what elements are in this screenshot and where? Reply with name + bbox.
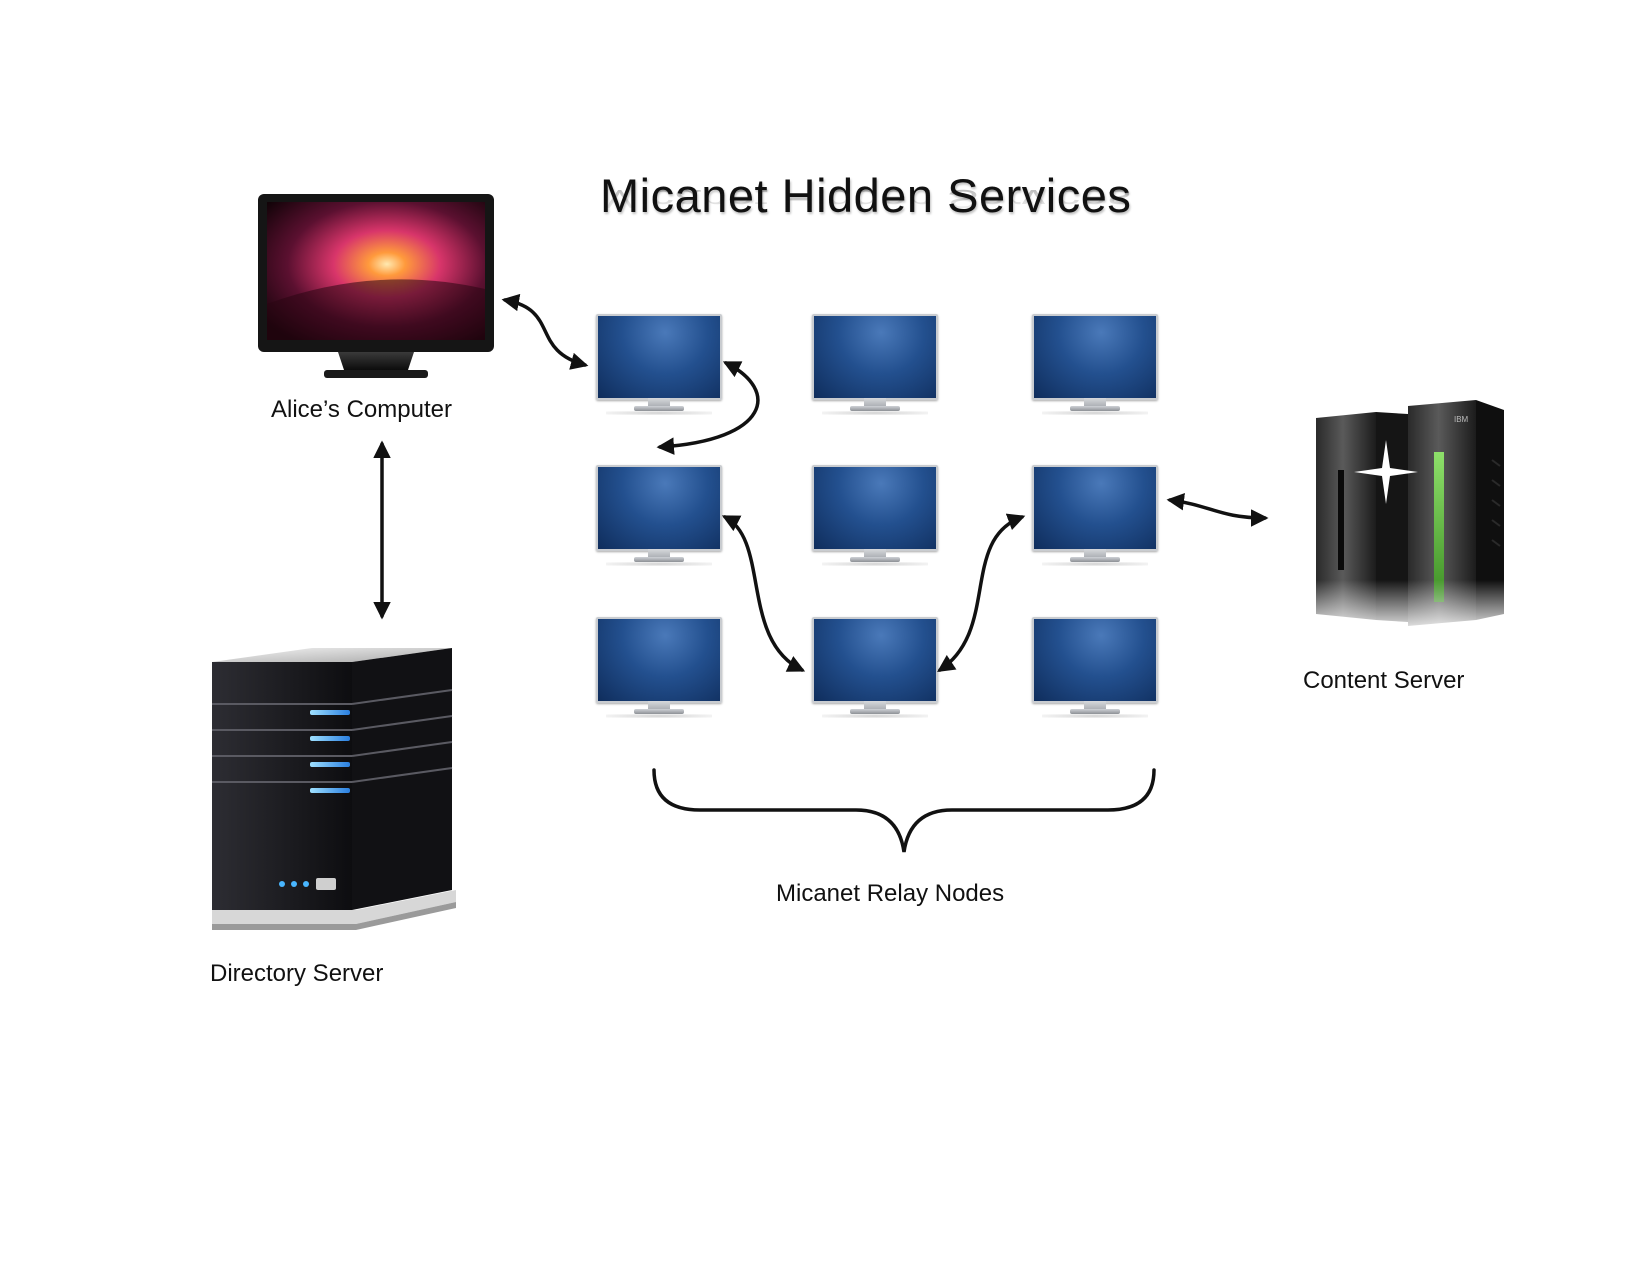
arrow-relay8-relay6 bbox=[937, 513, 1026, 672]
directory-server-icon bbox=[212, 648, 456, 930]
monitor-icon bbox=[1032, 314, 1158, 400]
relay-node-3 bbox=[1032, 314, 1158, 415]
monitor-icon bbox=[812, 465, 938, 551]
arrow-relay4-relay8 bbox=[721, 515, 806, 672]
arrow-relay1-relay4 bbox=[656, 361, 760, 455]
content-server-label: Content Server bbox=[1303, 667, 1465, 694]
relay-node-6 bbox=[1032, 465, 1158, 566]
relay-node-5 bbox=[812, 465, 938, 566]
relay-node-4 bbox=[596, 465, 722, 566]
monitor-icon bbox=[596, 465, 722, 551]
alice-computer-icon bbox=[258, 194, 494, 378]
diagram-title: Micanet Hidden Services bbox=[600, 169, 1132, 222]
relay-node-8 bbox=[812, 617, 938, 718]
monitor-icon bbox=[812, 314, 938, 400]
relay-node-9 bbox=[1032, 617, 1158, 718]
relay-nodes-brace bbox=[652, 768, 1156, 853]
arrow-relay6-content bbox=[1166, 493, 1269, 527]
directory-server-label: Directory Server bbox=[210, 960, 384, 987]
monitor-icon bbox=[1032, 617, 1158, 703]
alice-computer-label: Alice’s Computer bbox=[271, 396, 452, 423]
relay-node-7 bbox=[596, 617, 722, 718]
relay-node-2 bbox=[812, 314, 938, 415]
monitor-icon bbox=[1032, 465, 1158, 551]
arrow-alice-relay1 bbox=[501, 293, 589, 370]
content-server-icon: IBM bbox=[1316, 400, 1506, 630]
relay-nodes-label: Micanet Relay Nodes bbox=[776, 880, 1005, 907]
monitor-icon bbox=[812, 617, 938, 703]
svg-text:IBM: IBM bbox=[1454, 415, 1469, 424]
